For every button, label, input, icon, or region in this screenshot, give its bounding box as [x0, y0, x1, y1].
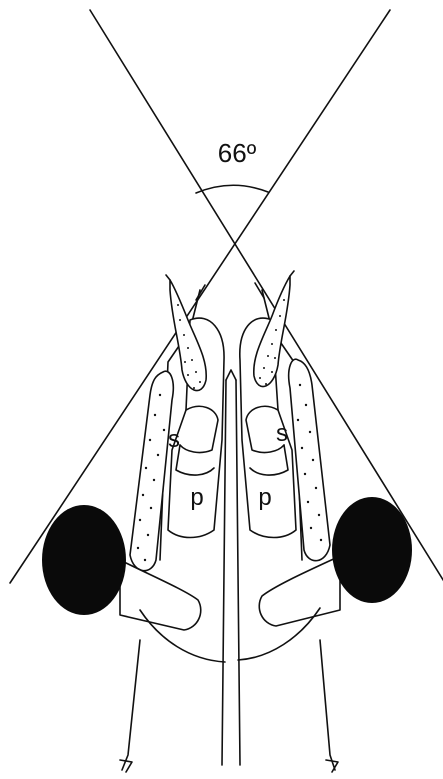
- flagellum-tip-right-a: [290, 271, 294, 276]
- body-outline-right: [320, 640, 335, 770]
- eye-left: [42, 505, 126, 615]
- midline-right: [236, 380, 240, 765]
- scale-left: [130, 371, 173, 570]
- rostrum-tip: [226, 370, 236, 380]
- angle-label: 66º: [218, 138, 257, 168]
- body-notch-right: [326, 760, 338, 772]
- right-appendage-group: s p: [238, 271, 412, 660]
- flagellum-tip-left-a: [166, 275, 170, 280]
- label-p-left: p: [190, 484, 203, 511]
- label-s-left: s: [168, 426, 180, 453]
- body-outline-left: [122, 640, 140, 770]
- flagellum-tip-left-b: [196, 285, 205, 300]
- eyestalk-right: [259, 556, 340, 626]
- angle-arc: [196, 185, 268, 193]
- eye-right: [332, 497, 412, 603]
- label-s-right: s: [276, 420, 288, 447]
- left-appendage-group: s p: [42, 275, 225, 662]
- eyestalk-left: [120, 560, 201, 630]
- label-p-right: p: [258, 484, 271, 511]
